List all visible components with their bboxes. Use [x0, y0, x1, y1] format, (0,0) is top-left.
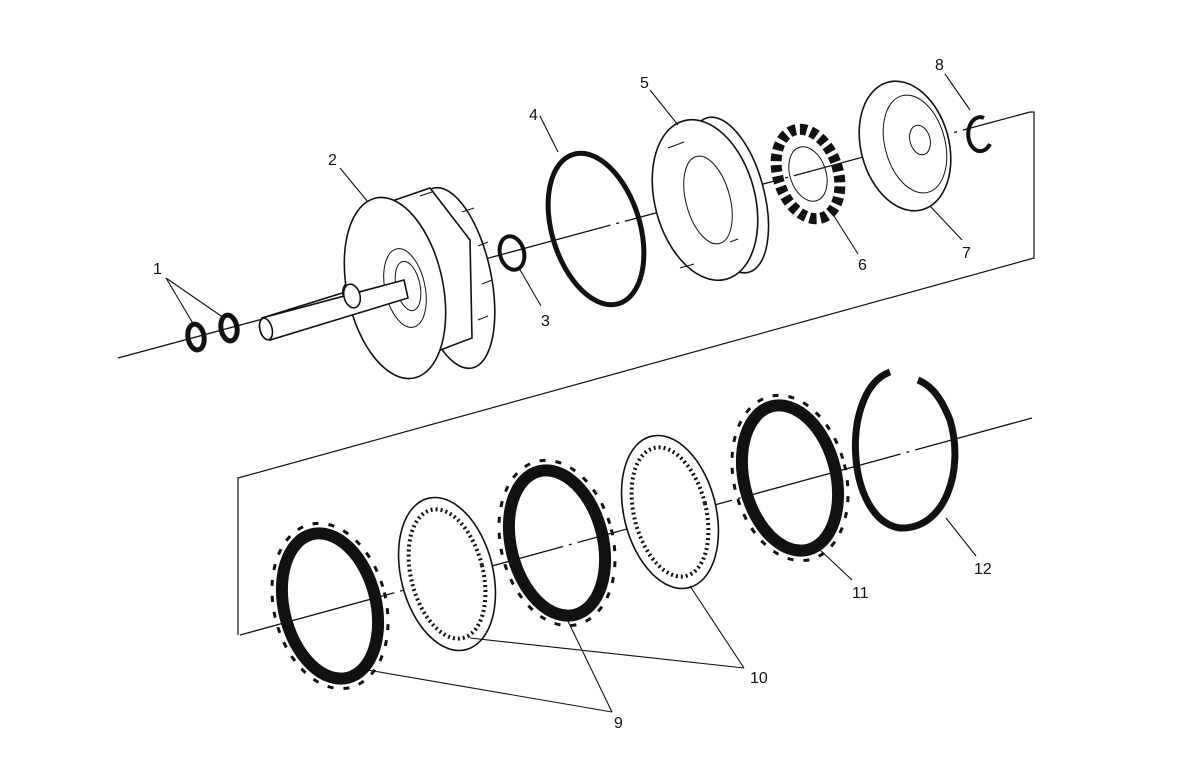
callout-12: 12 — [974, 561, 992, 578]
part-9-steel-plate-b — [497, 458, 617, 628]
part-7-retainer — [858, 80, 952, 212]
part-2-input-shaft-housing — [258, 186, 496, 380]
part-5-piston — [651, 116, 770, 282]
connector-frame — [237, 111, 1035, 635]
callout-2: 2 — [328, 152, 337, 169]
callout-10: 10 — [750, 670, 768, 687]
callout-4: 4 — [529, 107, 538, 124]
part-10-friction-plate-b — [620, 434, 720, 590]
part-4-large-seal — [545, 150, 647, 308]
callout-5: 5 — [640, 75, 649, 92]
callout-9: 9 — [614, 715, 623, 732]
part-6-spring-assembly — [770, 123, 846, 225]
part-11-steel-plate — [730, 393, 850, 563]
callout-labels: 1 2 3 4 5 6 7 8 9 10 11 12 — [153, 57, 992, 732]
callout-8: 8 — [935, 57, 944, 74]
part-12-retaining-ring — [852, 368, 959, 532]
part-9-steel-plate-a — [270, 521, 390, 691]
callout-11: 11 — [852, 585, 869, 602]
callout-1: 1 — [153, 261, 162, 278]
callout-6: 6 — [858, 257, 867, 274]
part-3-small-seal — [497, 234, 527, 272]
part-8-snap-ring — [966, 115, 992, 154]
leader-lines — [165, 73, 977, 713]
callout-3: 3 — [541, 313, 550, 330]
callout-7: 7 — [962, 245, 971, 262]
part-10-friction-plate-a — [397, 496, 497, 652]
